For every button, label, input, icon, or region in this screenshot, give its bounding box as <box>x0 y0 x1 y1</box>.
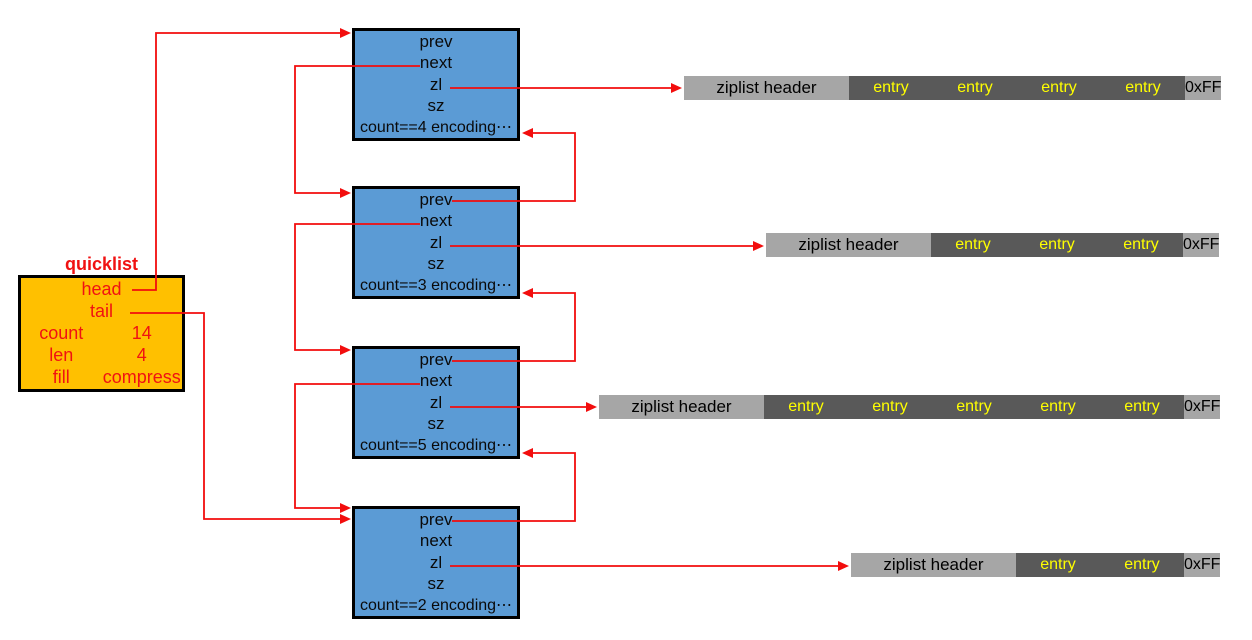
node1-sz: sz <box>427 95 445 115</box>
ziplist4-entry: entry <box>1100 553 1184 577</box>
node4-prev: prev <box>419 509 453 529</box>
ziplist3-entry: entry <box>1016 395 1100 419</box>
quicklist-node-3: prev next zl sz count==5 encoding⋯ <box>352 346 520 459</box>
quicklist-node-1: prev next zl sz count==4 encoding⋯ <box>352 28 520 141</box>
node3-zl: zl <box>429 392 443 412</box>
ziplist3-entry: entry <box>932 395 1016 419</box>
ziplist-4: ziplist header entry entry 0xFF <box>851 553 1220 577</box>
ziplist4-header: ziplist header <box>851 553 1016 577</box>
ziplist-2: ziplist header entry entry entry 0xFF <box>766 233 1219 257</box>
node2-next: next <box>419 211 453 231</box>
ziplist2-entry: entry <box>931 233 1015 257</box>
ziplist3-entry: entry <box>1100 395 1184 419</box>
quicklist-node-4: prev next zl sz count==2 encoding⋯ <box>352 506 520 619</box>
node1-zl: zl <box>429 74 443 94</box>
node3-next: next <box>419 371 453 391</box>
node1-count: count==4 encoding⋯ <box>359 119 513 137</box>
field-tail: tail <box>89 300 113 321</box>
field-count-value: 14 <box>131 323 152 343</box>
field-count-label: count <box>39 323 84 343</box>
ziplist3-entry: entry <box>848 395 932 419</box>
ziplist-1: ziplist header entry entry entry entry 0… <box>684 76 1221 100</box>
ziplist2-header: ziplist header <box>766 233 931 257</box>
node3-prev: prev <box>419 349 453 369</box>
node3-sz: sz <box>427 413 445 433</box>
ziplist3-terminator: 0xFF <box>1184 395 1220 419</box>
node2-zl: zl <box>429 232 443 252</box>
node2-sz: sz <box>427 253 445 273</box>
node1-prev: prev <box>419 31 453 51</box>
quicklist-row-fill: fill compress <box>21 367 182 389</box>
ziplist1-terminator: 0xFF <box>1185 76 1221 100</box>
field-len-label: len <box>49 345 74 366</box>
ziplist1-header: ziplist header <box>684 76 849 100</box>
ziplist4-terminator: 0xFF <box>1184 553 1220 577</box>
node2-count: count==3 encoding⋯ <box>359 277 513 295</box>
arrow-head-to-node1 <box>132 28 351 291</box>
ziplist4-entry: entry <box>1016 553 1100 577</box>
node4-next: next <box>419 531 453 551</box>
ziplist3-header: ziplist header <box>599 395 764 419</box>
node2-prev: prev <box>419 189 453 209</box>
field-fill-value: compress <box>102 367 181 388</box>
field-head: head <box>81 278 122 299</box>
quicklist-row-count: count 14 <box>21 322 182 344</box>
ziplist-3: ziplist header entry entry entry entry e… <box>599 395 1220 419</box>
quicklist-row-len: len 4 <box>21 345 182 367</box>
quicklist-node-2: prev next zl sz count==3 encoding⋯ <box>352 186 520 299</box>
quicklist-title: quicklist <box>64 254 139 274</box>
node3-count: count==5 encoding⋯ <box>359 437 513 455</box>
node4-count: count==2 encoding⋯ <box>359 597 513 615</box>
ziplist2-entry: entry <box>1099 233 1183 257</box>
ziplist1-entry: entry <box>849 76 933 100</box>
field-len-value: 4 <box>136 345 147 366</box>
ziplist1-entry: entry <box>1101 76 1185 100</box>
ziplist2-entry: entry <box>1015 233 1099 257</box>
ziplist1-entry: entry <box>933 76 1017 100</box>
quicklist-row-tail: tail <box>21 300 182 322</box>
ziplist2-terminator: 0xFF <box>1183 233 1219 257</box>
quicklist-row-head: head <box>21 278 182 300</box>
ziplist1-entry: entry <box>1017 76 1101 100</box>
quicklist-box: head tail count 14 len 4 fill compress <box>18 275 185 392</box>
node1-next: next <box>419 53 453 73</box>
node4-sz: sz <box>427 573 445 593</box>
node4-zl: zl <box>429 552 443 572</box>
field-fill-label: fill <box>52 367 70 388</box>
ziplist3-entry: entry <box>764 395 848 419</box>
